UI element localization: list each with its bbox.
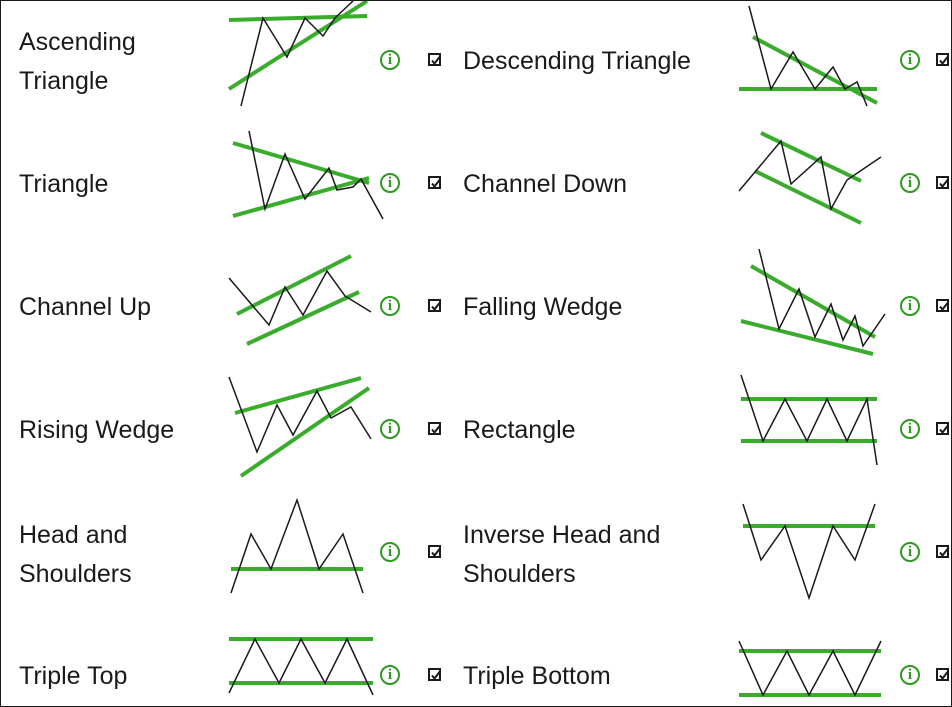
info-icon[interactable]: i <box>380 50 400 70</box>
info-icon[interactable]: i <box>380 419 400 439</box>
info-icon[interactable]: i <box>900 296 920 316</box>
checkbox-rectangle[interactable] <box>936 422 949 435</box>
pattern-label-ascending-triangle: Ascending Triangle <box>19 28 136 95</box>
info-icon[interactable]: i <box>380 542 400 562</box>
checkmark-icon <box>939 56 949 66</box>
descending-triangle-chart-icon <box>739 5 878 107</box>
checkmark-icon <box>431 56 441 66</box>
triangle-chart-icon <box>232 130 384 220</box>
triple-bottom-chart-icon <box>738 640 882 697</box>
checkmark-icon <box>939 425 949 435</box>
rising-wedge-chart-icon <box>228 376 372 478</box>
pattern-label-inverse-head-and-shoulders: Inverse Head and Shoulders <box>463 521 661 588</box>
rectangle-chart-icon <box>740 374 878 466</box>
checkbox-triple-top[interactable] <box>428 668 441 681</box>
checkmark-icon <box>939 179 949 189</box>
ascending-triangle-chart-icon <box>227 1 369 107</box>
checkmark-icon <box>939 548 949 558</box>
pattern-label-channel-down: Channel Down <box>463 170 627 198</box>
checkbox-triple-bottom[interactable] <box>936 668 949 681</box>
inverse-head-and-shoulders-chart-icon <box>742 503 876 601</box>
checkmark-icon <box>431 179 441 189</box>
checkbox-descending-triangle[interactable] <box>936 53 949 66</box>
checkbox-head-and-shoulders[interactable] <box>428 545 441 558</box>
checkmark-icon <box>939 302 949 312</box>
info-icon[interactable]: i <box>900 542 920 562</box>
checkmark-icon <box>431 548 441 558</box>
info-icon[interactable]: i <box>900 419 920 439</box>
checkbox-ascending-triangle[interactable] <box>428 53 441 66</box>
pattern-label-rectangle: Rectangle <box>463 416 576 444</box>
triple-top-chart-icon <box>228 637 374 696</box>
checkmark-icon <box>939 671 949 681</box>
head-and-shoulders-chart-icon <box>230 497 364 594</box>
channel-up-chart-icon <box>228 254 372 346</box>
info-icon[interactable]: i <box>380 665 400 685</box>
info-icon[interactable]: i <box>380 173 400 193</box>
info-icon[interactable]: i <box>900 665 920 685</box>
pattern-label-rising-wedge: Rising Wedge <box>19 416 175 444</box>
checkbox-triangle[interactable] <box>428 176 441 189</box>
channel-down-chart-icon <box>738 131 882 225</box>
info-icon[interactable]: i <box>900 50 920 70</box>
pattern-label-triple-top: Triple Top <box>19 662 128 690</box>
pattern-label-channel-up: Channel Up <box>19 293 152 321</box>
checkmark-icon <box>431 302 441 312</box>
falling-wedge-chart-icon <box>740 248 886 356</box>
checkbox-rising-wedge[interactable] <box>428 422 441 435</box>
checkbox-channel-down[interactable] <box>936 176 949 189</box>
pattern-label-head-and-shoulders: Head and Shoulders <box>19 521 132 588</box>
pattern-label-falling-wedge: Falling Wedge <box>463 293 623 321</box>
checkmark-icon <box>431 425 441 435</box>
info-icon[interactable]: i <box>380 296 400 316</box>
checkbox-channel-up[interactable] <box>428 299 441 312</box>
checkbox-inverse-head-and-shoulders[interactable] <box>936 545 949 558</box>
pattern-label-triangle: Triangle <box>19 170 109 198</box>
pattern-label-descending-triangle: Descending Triangle <box>463 47 691 75</box>
pattern-label-triple-bottom: Triple Bottom <box>463 662 611 690</box>
checkbox-falling-wedge[interactable] <box>936 299 949 312</box>
checkmark-icon <box>431 671 441 681</box>
info-icon[interactable]: i <box>900 173 920 193</box>
